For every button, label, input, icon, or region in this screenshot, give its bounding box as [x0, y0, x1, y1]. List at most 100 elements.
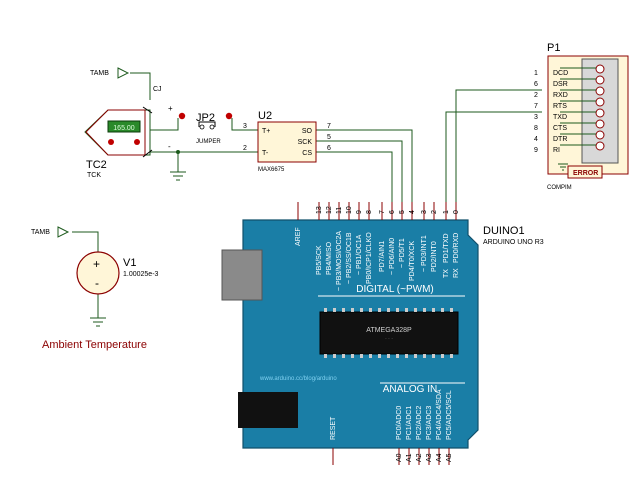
analog-header-label: ANALOG IN — [383, 384, 437, 395]
pin-name-pd4: PD4/T0/XCK — [409, 241, 416, 281]
tc-plus-sign: + — [168, 104, 173, 113]
tc-ref-label: TC2 — [86, 159, 107, 171]
usb-connector-icon — [221, 249, 263, 301]
jumper-name-label: JUMPER — [196, 139, 221, 145]
pin-num-a1: A1 — [406, 453, 413, 462]
jumper-ref-label: JP2 — [196, 112, 215, 124]
u2-pin-num-3: 3 — [243, 123, 247, 130]
pin-name-pd3: ~ PD3/INT1 — [421, 235, 428, 272]
p1-pin-num: 4 — [534, 136, 538, 143]
pin-name-pd7: PD7/AIN1 — [379, 241, 386, 272]
jumper-jp2[interactable]: JP2 JUMPER — [178, 112, 233, 145]
v1-tamb-label: TAMB — [31, 229, 50, 236]
pin-num-a0: A0 — [396, 453, 403, 462]
v1-value-label: 1.00025e-3 — [123, 271, 159, 278]
cj-label: CJ — [153, 86, 162, 93]
compim-p1[interactable]: P1 DCD DSR RXD RTS TXD CTS DTR — [534, 42, 629, 191]
thermocouple-tc2[interactable]: 165.00 — [84, 106, 153, 158]
pin-num-1: 1 — [443, 210, 450, 214]
pin-num-8: 8 — [366, 210, 373, 214]
pin-name-pc5: PC5/ADC5/SCL — [446, 390, 453, 440]
pin-name-pb4: PB4/MISO — [326, 241, 333, 275]
jumper-pin-icon — [178, 112, 186, 120]
pin-name-pc2: PC2/ADC2 — [416, 406, 423, 440]
pin-num-11: 11 — [336, 207, 343, 214]
u2-pin-num-6: 6 — [327, 145, 331, 152]
pin-name-pc0: PC0/ADC0 — [396, 406, 403, 440]
thermocouple-reading: 165.00 — [113, 125, 135, 132]
voltage-source-icon — [76, 251, 120, 295]
p1-pin-num: 1 — [534, 70, 538, 77]
p1-error-label: ERROR — [573, 170, 598, 177]
pin-name-pb0: PB0/ICP1/CLKO — [366, 232, 373, 284]
p1-signal-dtr: DTR — [553, 136, 567, 143]
p1-error-indicator — [567, 165, 603, 179]
p1-signal-dcd: DCD — [553, 70, 568, 77]
atmega-chip — [319, 311, 459, 355]
pin-num-0: 0 — [453, 210, 460, 214]
pin-rx-label: RX — [453, 268, 460, 278]
ambient-source-v1[interactable]: TAMB + - V1 1.00025e-3 Ambient Temperatu… — [31, 226, 159, 351]
pin-num-10: 10 — [346, 206, 353, 214]
v1-ref-label: V1 — [123, 257, 136, 269]
website-label: www.arduino.cc/blog/arduino — [259, 376, 337, 382]
v1-minus-sign: - — [95, 276, 99, 290]
pin-num-a2: A2 — [416, 453, 423, 462]
u2-part-label: MAX6675 — [258, 167, 285, 173]
pin-name-pd0: PD0/RXD — [453, 233, 460, 263]
pin-num-4: 4 — [409, 210, 416, 214]
pin-name-pd2: PD2/INT0 — [431, 241, 438, 272]
pin-name-pc3: PC3/ADC3 — [426, 406, 433, 440]
pin-num-a4: A4 — [436, 453, 443, 462]
u2-pin-sck: SCK — [298, 139, 313, 146]
p1-signal-cts: CTS — [553, 125, 567, 132]
max6675-u2[interactable]: U2 T+ T- SO SCK CS MAX6675 3 2 7 5 6 — [243, 110, 331, 173]
ground-icon — [170, 171, 186, 181]
pin-name-pc1: PC1/ADC1 — [406, 406, 413, 440]
u2-pin-tminus: T- — [262, 150, 269, 157]
p1-pin-num: 7 — [534, 103, 538, 110]
terminal-dot-icon — [108, 139, 114, 145]
u2-pin-num-5: 5 — [327, 134, 331, 141]
pin-tx-label: TX — [443, 269, 450, 278]
v1-caption: Ambient Temperature — [42, 339, 147, 351]
v1-plus-sign: + — [93, 257, 100, 271]
pin-name-pb2: ~ PB2/SS/OC1B — [346, 232, 353, 284]
p1-pin-num: 2 — [534, 92, 538, 99]
pin-num-12: 12 — [326, 206, 333, 214]
arduino-uno-board[interactable]: ATMEGA328P · · · DIGITAL (~PWM) www.ardu… — [221, 202, 479, 465]
u2-pin-num-7: 7 — [327, 123, 331, 130]
terminal-dot-icon — [134, 139, 140, 145]
pin-num-6: 6 — [389, 210, 396, 214]
junction-dots — [176, 150, 180, 154]
pin-num-a5: A5 — [446, 453, 453, 462]
chip-marking: · · · — [385, 336, 393, 342]
pin-name-pd6: ~ PD6/AIN0 — [389, 238, 396, 275]
pin-name-pb5: PB5/SCK — [316, 245, 323, 275]
pin-num-a3: A3 — [426, 453, 433, 462]
p1-signal-ri: RI — [553, 147, 560, 154]
pin-name-pd1: PD1/TXD — [443, 233, 450, 263]
tc-minus-sign: - — [168, 142, 171, 151]
pin-name-pb1: ~ PB1/OC1A — [356, 234, 363, 275]
p1-pin-num: 3 — [534, 114, 538, 121]
p1-pin-num: 6 — [534, 81, 538, 88]
power-jack-icon — [238, 392, 298, 428]
ground-icon — [558, 163, 568, 171]
thermocouple-display — [107, 120, 141, 133]
pin-num-13: 13 — [316, 206, 323, 214]
jumper-pin-icon — [225, 112, 233, 120]
u2-pin-num-2: 2 — [243, 145, 247, 152]
p1-signal-rxd: RXD — [553, 92, 568, 99]
pin-num-3: 3 — [421, 210, 428, 214]
u2-pin-so: SO — [302, 128, 313, 135]
pin-aref: AREF — [295, 227, 302, 246]
p1-ref-label: P1 — [547, 42, 560, 54]
pin-num-9: 9 — [356, 210, 363, 214]
p1-name-label: COMPIM — [547, 185, 572, 191]
p1-pin-num: 8 — [534, 125, 538, 132]
digital-header-label: DIGITAL (~PWM) — [356, 284, 434, 295]
terminal-arrow-icon — [57, 226, 70, 238]
terminal-arrow-icon — [117, 67, 130, 79]
